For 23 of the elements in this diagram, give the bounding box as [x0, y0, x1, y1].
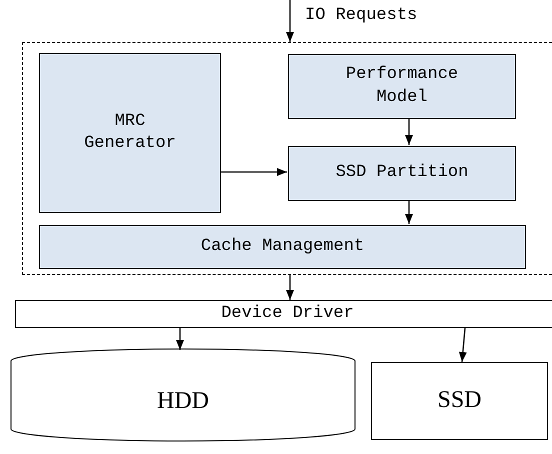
- process-box: [39, 225, 526, 269]
- arrow: [286, 275, 294, 300]
- node-label: SSD Partition: [336, 162, 468, 184]
- node-label: Device Driver: [221, 302, 354, 325]
- arrow: [405, 200, 413, 224]
- node-label: MRC Generator: [83, 110, 177, 155]
- arrow: [176, 328, 184, 350]
- node-label: Cache Management: [200, 236, 364, 258]
- process-box: [288, 146, 516, 201]
- device-box: [371, 362, 548, 440]
- arrow: [286, 0, 294, 42]
- arrow: [405, 118, 413, 145]
- process-box: [39, 53, 221, 213]
- arrow: [458, 328, 467, 362]
- disk-cylinder: [10, 348, 356, 442]
- edge-label: IO Requests: [305, 6, 418, 25]
- dashed-group-box: [22, 42, 552, 275]
- node-label: SSD: [437, 386, 482, 416]
- arrow: [220, 168, 287, 176]
- node-label: HDD: [157, 387, 209, 416]
- process-box: [288, 54, 516, 119]
- node-label: Performance Model: [344, 64, 460, 108]
- driver-bar: [15, 300, 552, 328]
